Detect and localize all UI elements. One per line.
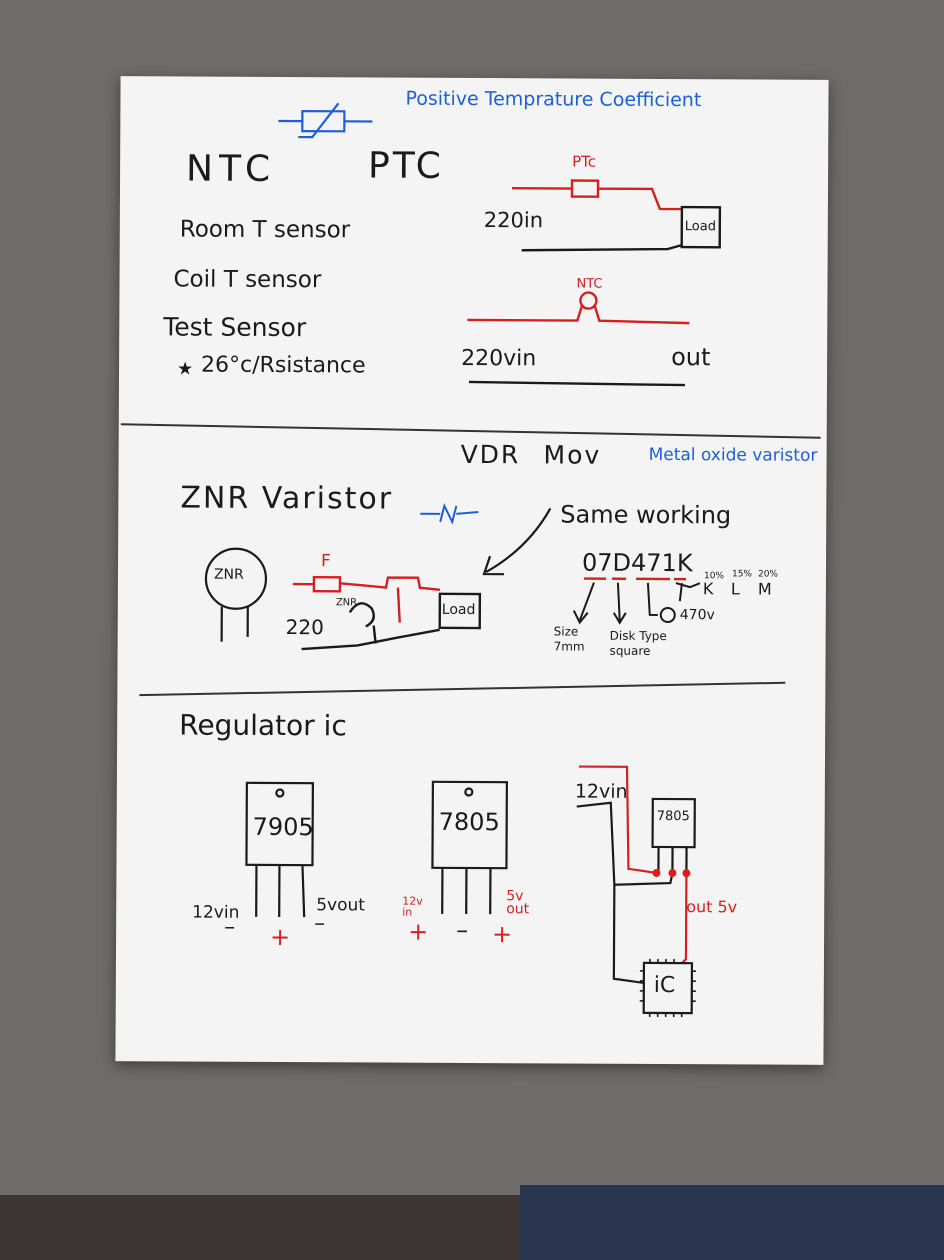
ic-7805-out-sign: + <box>492 920 513 949</box>
znr-circuit <box>292 575 482 651</box>
code-arrows <box>572 582 701 625</box>
note-paper: Positive Temprature Coefficient NTC PTC … <box>115 76 829 1065</box>
code-underlines <box>583 577 686 581</box>
regulator-title: Regulator ic <box>179 708 347 743</box>
varistor-symbol-icon <box>420 502 479 525</box>
ic-7905-label: 7905 <box>252 812 314 842</box>
ic-7905-icon <box>245 781 314 918</box>
ptc-symbol-icon <box>278 102 373 139</box>
ic-7805-out-label: 5v out <box>506 888 530 918</box>
circuit-input-label: 12vin <box>574 780 628 803</box>
arrow-icon <box>482 507 552 576</box>
ptc-circuit <box>511 179 722 252</box>
thermistor-sketches <box>278 102 722 387</box>
znr-component-icon <box>204 547 268 642</box>
ic-7905-gnd-sign: + <box>270 922 291 952</box>
circuit-reg-label: 7805 <box>656 808 690 825</box>
circuit-ic-label: iC <box>653 972 676 999</box>
ic-7805-in-sign: + <box>408 917 429 946</box>
fabric <box>520 1185 944 1260</box>
ic-7805-label: 7805 <box>438 807 500 837</box>
varistor-sketches <box>204 502 701 651</box>
ic-7905-out-sign: – <box>314 911 326 937</box>
ic-7905-in-sign: – <box>224 914 236 940</box>
ic-7805-gnd-sign: – <box>456 915 469 944</box>
regulator-sketches <box>245 765 696 1018</box>
regulator-circuit <box>576 765 696 1018</box>
solder-dots <box>652 868 691 878</box>
ic-7805-icon <box>431 780 508 915</box>
circuit-output-label: out 5v <box>686 897 738 917</box>
ic-7805-in-label: 12v in <box>402 894 423 919</box>
ntc-circuit <box>467 291 690 387</box>
